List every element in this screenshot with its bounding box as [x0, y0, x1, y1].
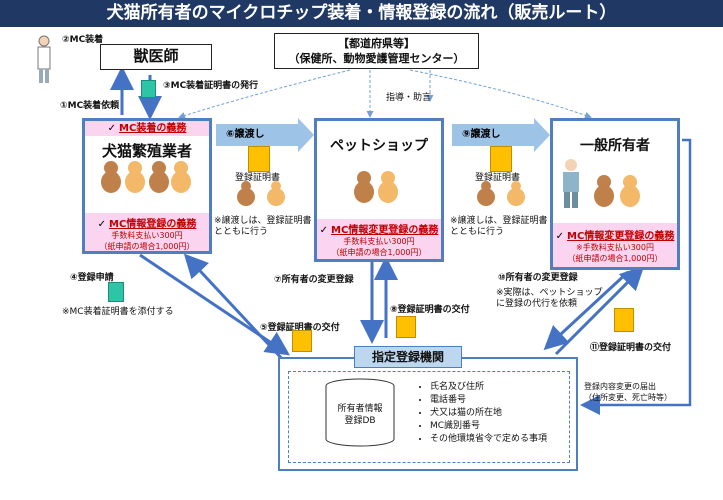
arrow-owner-register — [543, 270, 630, 351]
cert-icon-1 — [248, 146, 270, 172]
registry-item-list: 氏名及び住所 電話番号 犬又は猫の所在地 MC識別番号 その他環境省令で定める事… — [416, 381, 547, 446]
cert-icon-8 — [396, 316, 416, 338]
page-title: 犬猫所有者のマイクロチップ装着・情報登録の流れ（販売ルート） — [0, 0, 723, 27]
transfer-note-2a: ※譲渡しは、登録証明書 — [450, 216, 548, 226]
breeder-duty-top: ✓MC装着の義務 — [85, 121, 209, 136]
registry-item: 氏名及び住所 — [430, 381, 547, 394]
owner-animals — [590, 172, 662, 208]
dog-cat-icon — [594, 175, 640, 207]
guidance-label: 指導・助言 — [386, 93, 432, 103]
arrow-cert-return — [183, 253, 287, 364]
owner-box: 一般所有者 ✓MC情報変更登録の義務 ※手数料支払い300円 （紙申請の場合1,… — [550, 118, 680, 270]
dog-cat-icon — [101, 161, 191, 193]
arrow-owner-cert — [554, 265, 645, 356]
breeder-duty-bottom: ✓MC情報登録の義務 手数料支払い300円 （紙申請の場合1,000円） — [85, 213, 209, 251]
vet-figure-icon — [34, 34, 54, 88]
dog-cat-icon — [477, 181, 525, 206]
cert-icon-2 — [490, 146, 512, 172]
check-icon: ✓ — [319, 225, 329, 236]
dog-cat-icon — [354, 171, 398, 203]
registry-item: その他環境省令で定める事項 — [430, 433, 547, 446]
registry-item: 電話番号 — [430, 394, 547, 407]
transfer-note-1b: とともに行う — [214, 227, 269, 237]
database-icon — [322, 377, 398, 453]
breeder-animals — [97, 158, 193, 194]
step-mc-cert-issue: ③MC装着証明書の発行 — [163, 81, 259, 91]
transfer-note-2b: とともに行う — [450, 227, 505, 237]
step-transfer-2: ⑨譲渡し — [452, 118, 550, 152]
breeder-box: ✓MC装着の義務 犬猫繁殖業者 ✓MC情報登録の義務 手数料支払い300円 （紙… — [82, 118, 212, 254]
check-icon: ✓ — [97, 219, 107, 230]
petshop-animals — [350, 168, 402, 204]
step-register-apply: ④登録申請 — [70, 273, 114, 283]
change-register-note-b: に登録の代行を依頼 — [496, 299, 578, 309]
registry-item: MC識別番号 — [430, 420, 547, 433]
arrow-guidance-breeder — [178, 69, 351, 119]
check-icon: ✓ — [107, 123, 117, 134]
cert-figure-1 — [232, 180, 296, 210]
check-icon: ✓ — [555, 231, 565, 242]
mc-cert-icon — [141, 80, 156, 98]
cert-label-2: 登録証明書 — [475, 173, 521, 183]
change-register-note-a: ※実際は、ペットショップ — [496, 288, 603, 298]
vet-box: 獣医師 — [100, 44, 212, 70]
owner-change-note-a: 登録内容変更の届出 — [584, 382, 656, 391]
dog-cat-icon — [237, 181, 285, 206]
registry-inner — [288, 371, 570, 463]
petshop-duty-bottom: ✓MC情報変更登録の義務 手数料支払い300円 （紙申請の場合1,000円） — [317, 219, 441, 259]
cert-label-1: 登録証明書 — [235, 173, 281, 183]
registry-item: 犬又は猫の所在地 — [430, 407, 547, 420]
owner-duty-bottom: ✓MC情報変更登録の義務 ※手数料支払い300円 （紙申請の場合1,000円） — [553, 223, 677, 267]
step-transfer-1: ⑥譲渡し — [216, 118, 314, 152]
owner-person-icon — [560, 158, 582, 214]
register-apply-note: ※MC装着証明書を添付する — [62, 307, 174, 317]
arrow-owner-change — [580, 138, 692, 415]
step-cert-issue-8: ⑧登録証明書の交付 — [390, 305, 470, 315]
step-mc-install: ②MC装着 — [62, 35, 104, 45]
database-label: 所有者情報 登録DB — [337, 404, 383, 426]
transfer-note-1a: ※譲渡しは、登録証明書 — [214, 216, 312, 226]
mc-cert-attach-icon — [108, 282, 124, 302]
registry-box: 所有者情報 登録DB 氏名及び住所 電話番号 犬又は猫の所在地 MC識別番号 そ… — [278, 357, 578, 471]
arrow-guidance-owner — [409, 69, 592, 119]
step-cert-issue-11: ⑪登録証明書の交付 — [590, 343, 672, 353]
registry-title: 指定登録機関 — [354, 346, 462, 368]
cert-icon-5 — [292, 330, 312, 352]
step-change-register-7: ⑦所有者の変更登録 — [274, 275, 354, 285]
cert-icon-11 — [614, 308, 634, 332]
owner-change-note-b: （住所変更、死亡時等） — [584, 393, 672, 402]
prefecture-subtitle: （保健所、動物愛護管理センター） — [288, 52, 465, 65]
breeder-name: 犬猫繁殖業者 — [101, 142, 192, 160]
prefecture-title: 【都道府県等】 — [338, 37, 415, 50]
petshop-name: ペットショップ — [330, 138, 428, 154]
step-change-register-10: ⑩所有者の変更登録 — [498, 273, 578, 283]
step-mc-request: ①MC装着依頼 — [60, 101, 120, 111]
step-cert-issue-5: ⑤登録証明書の交付 — [260, 323, 340, 333]
prefecture-box: 【都道府県等】 （保健所、動物愛護管理センター） — [274, 33, 479, 69]
owner-name: 一般所有者 — [580, 138, 650, 154]
cert-figure-2 — [472, 180, 536, 210]
